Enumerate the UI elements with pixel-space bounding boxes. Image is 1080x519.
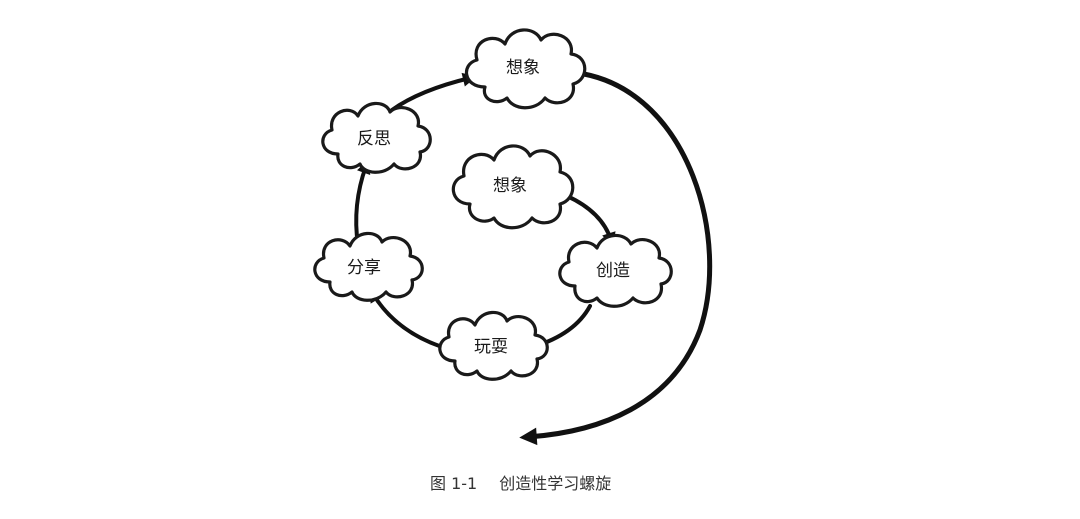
cloud-create: 创造 xyxy=(558,233,673,308)
cloud-outline xyxy=(438,310,549,381)
cloud-outer-imagine: 想象 xyxy=(465,28,587,110)
cloud-label-reflect: 反思 xyxy=(357,129,391,149)
figure-caption: 图 1-1 创造性学习螺旋 xyxy=(430,470,670,494)
cloud-reflect: 反思 xyxy=(321,101,432,174)
arrow-imagine-spiral-out xyxy=(519,71,713,446)
figure-number: 图 1-1 xyxy=(430,474,478,493)
cloud-label-play: 玩耍 xyxy=(474,337,508,357)
cloud-outline xyxy=(451,144,575,230)
cloud-outline xyxy=(321,101,432,174)
cloud-outline xyxy=(465,28,587,110)
cloud-inner-imagine: 想象 xyxy=(451,144,575,230)
cloud-label-inner-imagine: 想象 xyxy=(493,176,527,196)
cloud-outline xyxy=(313,231,424,302)
cloud-outline xyxy=(558,233,673,308)
cloud-share: 分享 xyxy=(313,231,424,302)
cloud-label-create: 创造 xyxy=(596,261,630,281)
cloud-play: 玩耍 xyxy=(438,310,549,381)
cloud-label-share: 分享 xyxy=(347,258,381,278)
cloud-label-outer-imagine: 想象 xyxy=(506,58,540,78)
figure-title: 创造性学习螺旋 xyxy=(499,474,612,493)
arrow-inner-imagine-to-create xyxy=(565,194,616,247)
creative-learning-spiral-diagram: 想象 反思 分享 想象 创造 玩耍 xyxy=(313,28,713,446)
arrow-reflect-to-imagine xyxy=(390,72,477,112)
